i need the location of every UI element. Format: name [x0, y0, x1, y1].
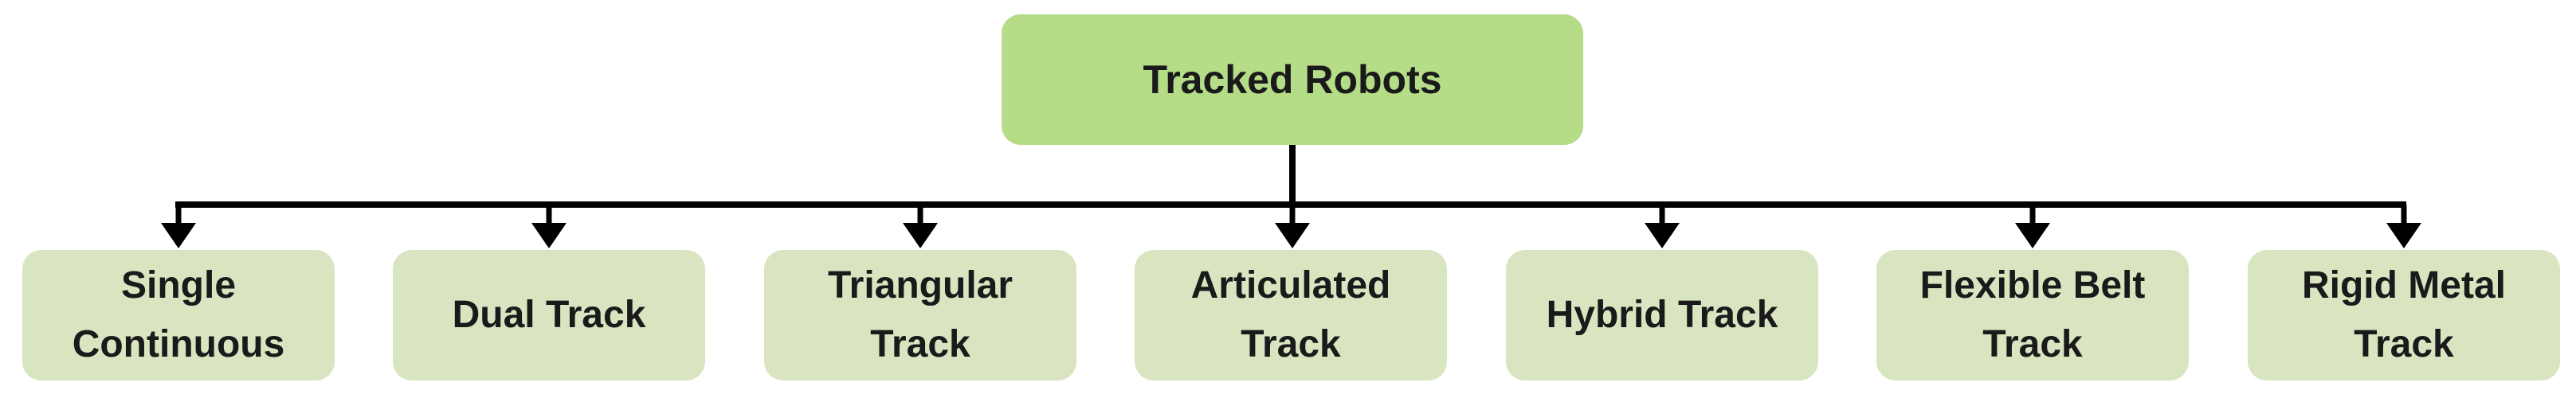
root-node-label: Tracked Robots	[1143, 57, 1442, 102]
arrow-head-1	[161, 223, 196, 248]
child-node-articulated-track: Articulated Track	[1135, 250, 1447, 381]
arrow-head-5	[1645, 223, 1680, 248]
child-node-dual-track: Dual Track	[393, 250, 705, 381]
child-node-label: Single Continuous	[72, 264, 285, 365]
arrow-head-7	[2386, 223, 2421, 248]
child-arrows	[161, 205, 2421, 248]
arrow-head-3	[903, 223, 938, 248]
child-node-label: Hybrid Track	[1546, 294, 1778, 336]
child-node-single-continuous: Single Continuous	[22, 250, 335, 381]
child-node-rigid-metal-track: Rigid Metal Track	[2248, 250, 2560, 381]
child-node-label: Triangular Track	[827, 264, 1014, 365]
child-node-flexible-belt-track: Flexible Belt Track	[1876, 250, 2189, 381]
arrow-head-4	[1275, 223, 1310, 248]
child-node-hybrid-track: Hybrid Track	[1506, 250, 1818, 381]
arrow-head-6	[2015, 223, 2050, 248]
child-node-label: Flexible Belt Track	[1919, 264, 2146, 365]
root-node-tracked-robots: Tracked Robots	[1002, 14, 1583, 145]
child-node-triangular-track: Triangular Track	[764, 250, 1076, 381]
child-node-label: Dual Track	[452, 294, 646, 336]
child-node-label: Rigid Metal Track	[2301, 264, 2506, 365]
child-node-label: Articulated Track	[1190, 264, 1391, 365]
arrow-head-2	[531, 223, 567, 248]
